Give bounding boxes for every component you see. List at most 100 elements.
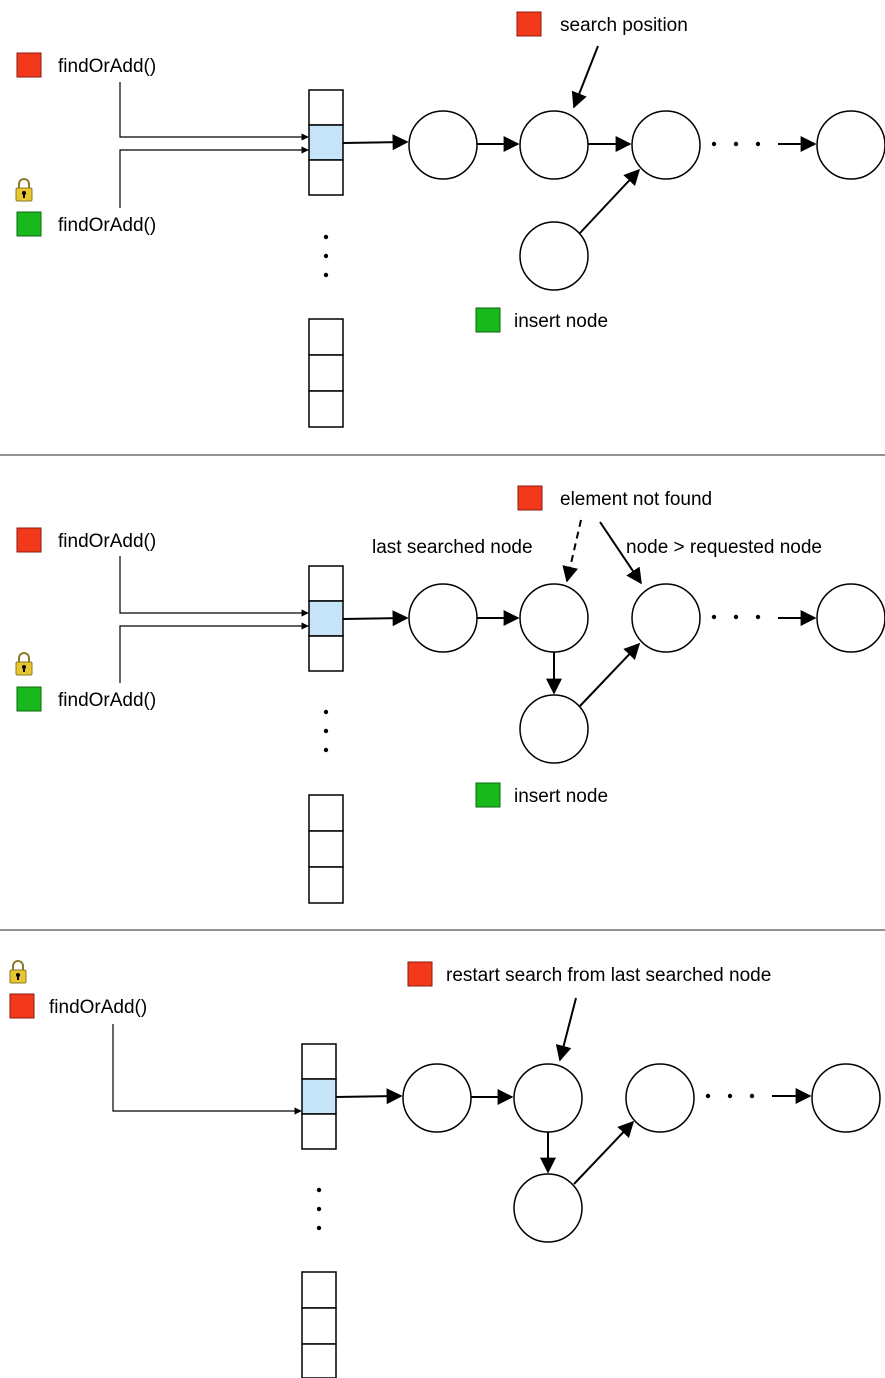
ellipsis-dot [323, 253, 329, 259]
call-label: findOrAdd() [58, 690, 156, 711]
ellipsis-dot [323, 747, 329, 753]
insert-node [519, 694, 589, 764]
list-node [631, 110, 701, 180]
call-line [119, 622, 309, 683]
lock-icon [15, 652, 33, 676]
greater-node-arrow [599, 521, 642, 585]
ellipsis-dot [749, 1093, 755, 1099]
lock-icon [15, 178, 33, 202]
ellipsis-dot [316, 1225, 322, 1231]
edge-arrow [335, 1088, 403, 1105]
list-node [816, 110, 885, 180]
last-searched-node [513, 1063, 583, 1133]
list-nodes [408, 110, 885, 291]
inserted-node [513, 1173, 583, 1243]
call-line [119, 146, 309, 208]
not-found-dashed-arrow [562, 519, 582, 583]
annotation-label: insert node [514, 311, 608, 332]
red-square-marker [9, 993, 35, 1019]
list-node [408, 110, 478, 180]
ellipsis-dot [323, 234, 329, 240]
ellipsis-dot [323, 709, 329, 715]
ellipsis-dot [316, 1206, 322, 1212]
ellipsis-dot [711, 141, 717, 147]
red-square-marker [16, 52, 42, 78]
ellipsis-dot [711, 614, 717, 620]
ellipsis-dot [755, 141, 761, 147]
edge-arrow [342, 134, 409, 151]
ellipsis-dot [755, 614, 761, 620]
green-square-marker [475, 307, 501, 333]
list-node [811, 1063, 881, 1133]
panel-2: findOrAdd() findOrAdd() [15, 485, 885, 904]
ellipsis-dot [316, 1187, 322, 1193]
ellipsis-dot [323, 272, 329, 278]
red-square-marker [516, 11, 542, 37]
annotation-label: restart search from last searched node [446, 965, 771, 986]
call-label: findOrAdd() [58, 531, 156, 552]
restart-search-arrow [555, 997, 577, 1062]
call-line [112, 1024, 302, 1115]
table-cell [308, 390, 344, 428]
table-cell [301, 1271, 337, 1309]
green-square-marker [16, 686, 42, 712]
green-square-marker [16, 211, 42, 237]
table-cell-highlighted [301, 1078, 337, 1115]
table-cell [301, 1343, 337, 1378]
annotation-label: element not found [560, 489, 712, 510]
table-cell [308, 159, 344, 196]
list-node [402, 1063, 472, 1133]
annotation-label: node > requested node [626, 537, 822, 558]
red-square-marker [407, 961, 433, 987]
panel-1: findOrAdd() findOrAdd() [15, 11, 885, 428]
call-label: findOrAdd() [58, 215, 156, 236]
call-line [119, 556, 309, 617]
red-square-marker [16, 527, 42, 553]
call-label: findOrAdd() [58, 56, 156, 77]
annotation-label: search position [560, 15, 688, 36]
list-node [519, 110, 589, 180]
search-position-arrow [571, 45, 599, 109]
ellipsis-dot [733, 141, 739, 147]
table-cell [308, 565, 344, 602]
annotation-label: last searched node [372, 537, 533, 558]
table-cell-highlighted [308, 124, 344, 161]
hash-table [308, 565, 344, 904]
edge-arrow [579, 642, 641, 707]
table-cell [301, 1113, 337, 1150]
table-cell [308, 354, 344, 392]
annotation-label: insert node [514, 786, 608, 807]
list-nodes [408, 583, 885, 764]
table-cell [308, 635, 344, 672]
hash-table [301, 1043, 337, 1378]
lock-icon [9, 960, 27, 984]
insert-node [519, 221, 589, 291]
table-cell [308, 89, 344, 126]
list-node [625, 1063, 695, 1133]
table-cell [301, 1043, 337, 1080]
list-node [816, 583, 885, 653]
list-node [631, 583, 701, 653]
hash-table [308, 89, 344, 428]
green-square-marker [475, 782, 501, 808]
ellipsis-dot [323, 728, 329, 734]
table-cell [308, 830, 344, 868]
call-label: findOrAdd() [49, 997, 147, 1018]
table-cell-highlighted [308, 600, 344, 637]
list-node [408, 583, 478, 653]
table-cell [308, 866, 344, 904]
ellipsis-dot [727, 1093, 733, 1099]
edge-arrow [342, 610, 409, 627]
ellipsis-dot [705, 1093, 711, 1099]
table-cell [308, 318, 344, 356]
edge-arrow [573, 1120, 635, 1185]
table-cell [308, 794, 344, 832]
edge-arrow [579, 168, 641, 234]
red-square-marker [517, 485, 543, 511]
call-line [119, 82, 309, 141]
list-nodes [402, 1063, 881, 1243]
table-cell [301, 1307, 337, 1345]
panel-3: findOrAdd() [9, 960, 881, 1378]
last-searched-node [519, 583, 589, 653]
